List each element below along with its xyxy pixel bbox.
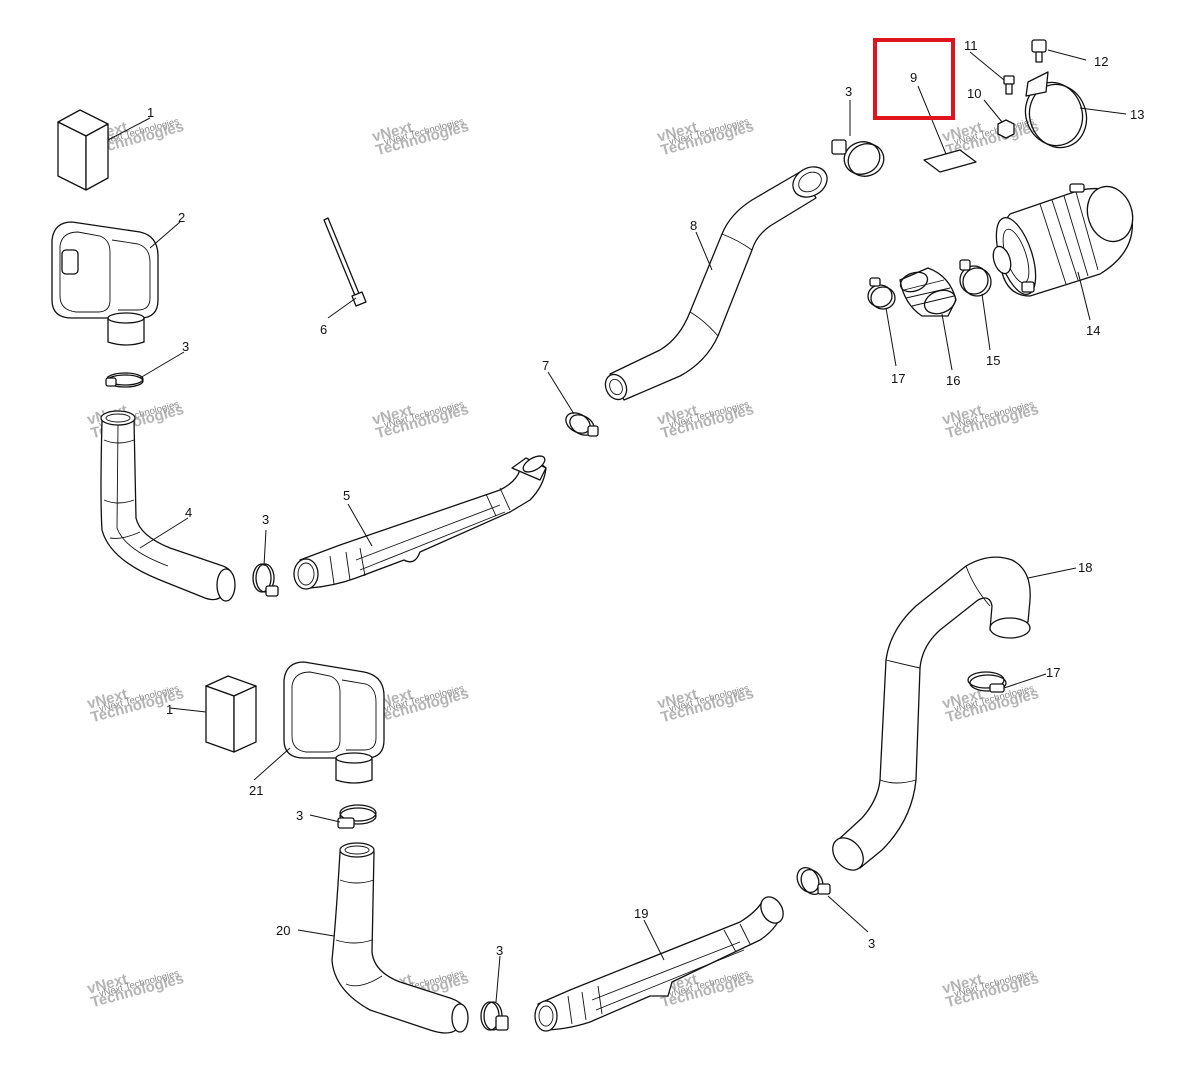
part-12-bolt[interactable] xyxy=(1031,39,1047,63)
leader-lines xyxy=(107,49,1127,1003)
part-3-clamp[interactable] xyxy=(793,864,831,899)
part-1-prefilter[interactable] xyxy=(57,109,109,191)
label-part-5: 5 xyxy=(343,488,350,503)
part-9-decal[interactable] xyxy=(923,149,977,173)
label-part-17: 17 xyxy=(891,371,905,386)
label-part-11: 11 xyxy=(964,38,978,53)
part-19-intake-duct[interactable] xyxy=(534,893,788,1032)
label-part-8: 8 xyxy=(690,218,697,233)
label-part-6: 6 xyxy=(320,322,327,337)
label-part-13: 13 xyxy=(1130,107,1144,122)
label-part-9: 9 xyxy=(910,70,917,85)
part-2-airbox-cover[interactable] xyxy=(51,221,159,346)
part-1-prefilter[interactable] xyxy=(205,675,257,753)
part-6-cable-tie[interactable] xyxy=(323,217,367,307)
label-part-14: 14 xyxy=(1086,323,1100,338)
label-part-21: 21 xyxy=(249,783,263,798)
label-part-10: 10 xyxy=(967,86,981,101)
part-17-clamp[interactable] xyxy=(867,277,896,310)
watermark: vNextTechnologies vNext Technologies xyxy=(370,399,470,442)
part-10-nut[interactable] xyxy=(997,119,1015,139)
part-17-clamp[interactable] xyxy=(967,671,1007,693)
watermark: vNextTechnologies vNext Technologies xyxy=(655,683,755,726)
part-13-mounting-strap[interactable] xyxy=(1017,71,1096,156)
label-part-1: 1 xyxy=(147,105,154,120)
label-part-15: 15 xyxy=(986,353,1000,368)
watermarks: vNextTechnologies vNext Technologies vNe… xyxy=(85,116,1040,1011)
part-7-clamp[interactable] xyxy=(562,409,599,440)
label-part-16: 16 xyxy=(946,373,960,388)
part-number-labels: 1 2 3 3 3 4 5 6 7 8 9 10 11 12 13 14 15 … xyxy=(147,38,1144,958)
label-part-3: 3 xyxy=(868,936,875,951)
label-part-17: 17 xyxy=(1046,665,1060,680)
highlight-box-part-9 xyxy=(873,38,955,120)
label-part-4: 4 xyxy=(185,505,192,520)
watermark: vNextTechnologies vNext Technologies xyxy=(85,683,185,726)
watermark: vNextTechnologies vNext Technologies xyxy=(940,683,1040,726)
label-part-18: 18 xyxy=(1078,560,1092,575)
watermark: vNextTechnologies vNext Technologies xyxy=(370,116,470,159)
part-16-boot[interactable] xyxy=(898,267,959,318)
label-part-3: 3 xyxy=(296,808,303,823)
label-part-12: 12 xyxy=(1094,54,1108,69)
part-20-hose[interactable] xyxy=(331,842,469,1034)
watermark: vNextTechnologies vNext Technologies xyxy=(655,116,755,159)
label-part-3: 3 xyxy=(182,339,189,354)
part-3-clamp[interactable] xyxy=(480,1001,509,1031)
part-3-clamp[interactable] xyxy=(105,372,144,388)
part-21-airbox-cover[interactable] xyxy=(283,661,385,784)
label-part-3: 3 xyxy=(262,512,269,527)
part-5-intake-duct[interactable] xyxy=(293,453,547,590)
part-3-clamp[interactable] xyxy=(252,563,279,597)
part-18-hose[interactable] xyxy=(826,556,1031,876)
part-8-hose[interactable] xyxy=(601,161,832,403)
watermark: vNextTechnologies vNext Technologies xyxy=(370,683,470,726)
part-3-clamp[interactable] xyxy=(831,137,888,181)
label-part-7: 7 xyxy=(542,358,549,373)
part-15-clamp[interactable] xyxy=(959,259,992,297)
part-14-air-filter[interactable] xyxy=(988,181,1139,299)
part-11-screw[interactable] xyxy=(1003,75,1015,95)
watermark: vNextTechnologies vNext Technologies xyxy=(655,399,755,442)
part-4-hose[interactable] xyxy=(100,410,236,602)
label-part-3: 3 xyxy=(496,943,503,958)
watermark: vNextTechnologies vNext Technologies xyxy=(940,399,1040,442)
label-part-3: 3 xyxy=(845,84,852,99)
part-3-clamp[interactable] xyxy=(337,804,377,829)
label-part-20: 20 xyxy=(276,923,290,938)
watermark: vNextTechnologies vNext Technologies xyxy=(85,399,185,442)
label-part-2: 2 xyxy=(178,210,185,225)
watermark: vNextTechnologies vNext Technologies xyxy=(85,968,185,1011)
label-part-19: 19 xyxy=(634,906,648,921)
watermark: vNextTechnologies vNext Technologies xyxy=(940,968,1040,1011)
label-part-1: 1 xyxy=(166,702,173,717)
